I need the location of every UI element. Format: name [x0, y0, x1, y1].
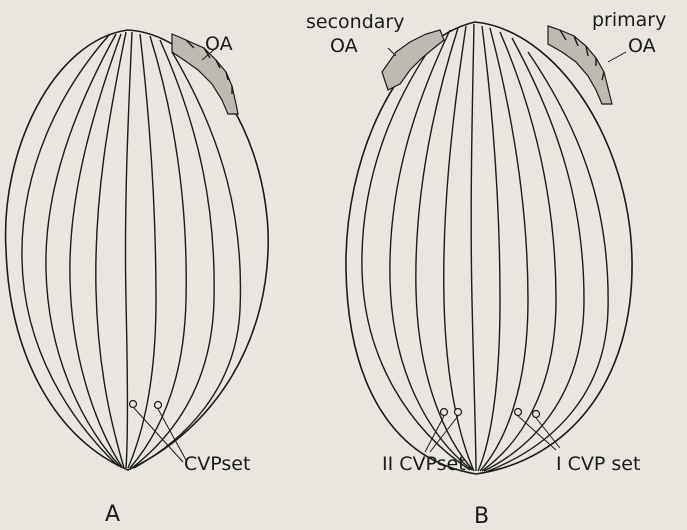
ciliary-row — [486, 52, 608, 472]
cvp-ii-label: II CVPset — [382, 453, 466, 475]
cvp-label-a: CVPset — [184, 453, 250, 475]
ciliary-row — [482, 32, 556, 471]
ciliary-row — [132, 40, 214, 468]
ciliary-row — [471, 24, 476, 471]
panel-a-cell: OA CVPset A — [6, 30, 269, 527]
primary-oral-apparatus — [548, 26, 612, 104]
primary-oa-leader — [608, 52, 626, 62]
cvp-ii-leader — [425, 416, 458, 452]
primary-label: primary — [592, 9, 666, 31]
oa-label-a: OA — [205, 33, 233, 55]
cvp-pore — [441, 409, 448, 416]
secondary-oa-leader — [388, 48, 396, 56]
secondary-oral-apparatus — [382, 30, 444, 90]
ciliary-row — [46, 34, 120, 466]
ciliary-row — [478, 26, 500, 471]
secondary-label: secondary — [306, 11, 404, 33]
secondary-oa-label: OA — [330, 35, 358, 57]
primary-oa-label: OA — [628, 35, 656, 57]
panel-b-cell: secondary OA primary OA II CVPset I CVP … — [306, 9, 666, 529]
ciliary-row — [444, 26, 474, 471]
cvp-pore — [515, 409, 522, 416]
cvp-pore — [155, 402, 162, 409]
cvp-pore — [533, 411, 540, 418]
ciliary-row — [480, 28, 528, 471]
cvp-pore — [455, 409, 462, 416]
cvp-pore — [130, 401, 137, 408]
cvp-i-label: I CVP set — [556, 453, 640, 475]
panel-a-letter: A — [105, 502, 120, 527]
panel-b-letter: B — [474, 504, 489, 529]
